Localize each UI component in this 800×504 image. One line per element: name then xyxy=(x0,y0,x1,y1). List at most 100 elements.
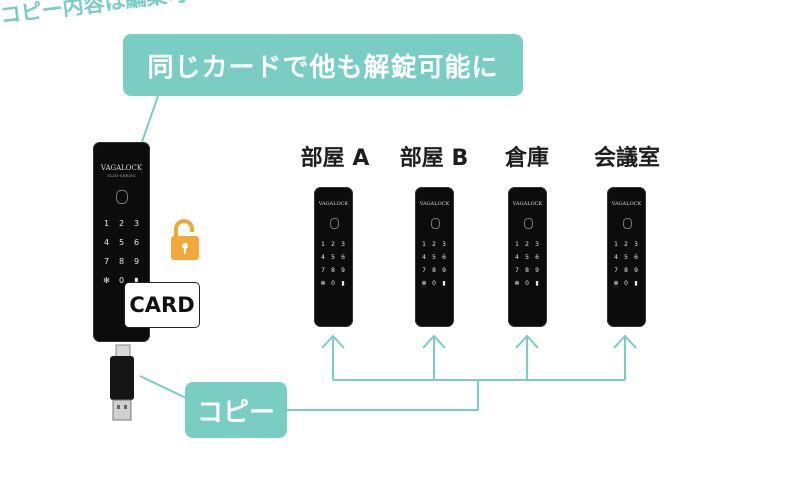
up-arrow-icon xyxy=(613,334,637,349)
key-2[interactable]: 2 xyxy=(331,241,335,248)
up-arrow-icon xyxy=(422,334,446,349)
key-8[interactable]: 8 xyxy=(118,257,125,266)
key-2[interactable]: 2 xyxy=(118,219,125,228)
key-2[interactable]: 2 xyxy=(624,241,628,248)
copy-bubble: コピー xyxy=(185,382,287,438)
key-9[interactable]: 9 xyxy=(341,267,345,274)
key-star[interactable]: ✻ xyxy=(421,280,427,287)
key-4[interactable]: 4 xyxy=(614,254,618,261)
key-hash[interactable]: ▮ xyxy=(134,276,139,285)
key-1[interactable]: 1 xyxy=(103,219,110,228)
lock-device-meeting-room: VAGALOCK 1 2 3 4 5 6 7 8 9 ✻ 0 ▮ xyxy=(607,187,646,327)
key-6[interactable]: 6 xyxy=(133,238,140,247)
key-4[interactable]: 4 xyxy=(515,254,519,261)
key-0[interactable]: 0 xyxy=(525,280,529,287)
brand-name: VAGALOCK xyxy=(100,164,143,172)
key-5[interactable]: 5 xyxy=(331,254,335,261)
key-hash[interactable]: ▮ xyxy=(634,280,638,287)
key-5[interactable]: 5 xyxy=(525,254,529,261)
lock-device-storage: VAGALOCK 1 2 3 4 5 6 7 8 9 ✻ 0 ▮ xyxy=(508,187,547,327)
key-3[interactable]: 3 xyxy=(133,219,140,228)
room-label-storage: 倉庫 xyxy=(504,146,550,171)
keypad: 1 2 3 4 5 6 7 8 9 ✻ 0 ▮ xyxy=(611,241,642,287)
key-5[interactable]: 5 xyxy=(432,254,436,261)
key-1[interactable]: 1 xyxy=(614,241,618,248)
distribution-lines xyxy=(287,336,626,411)
key-4[interactable]: 4 xyxy=(321,254,325,261)
key-6[interactable]: 6 xyxy=(341,254,345,261)
usb-drive-icon xyxy=(110,344,134,421)
brand-name: VAGALOCK xyxy=(419,201,450,207)
open-padlock-icon xyxy=(171,219,199,260)
card-sensor-icon xyxy=(623,218,632,229)
key-3[interactable]: 3 xyxy=(634,241,638,248)
key-star[interactable]: ✻ xyxy=(103,276,110,285)
key-4[interactable]: 4 xyxy=(422,254,426,261)
usb-pointer xyxy=(139,375,187,399)
room-label-a: 部屋 A xyxy=(300,146,370,171)
key-8[interactable]: 8 xyxy=(432,267,436,274)
key-1[interactable]: 1 xyxy=(515,241,519,248)
brand-name: VAGALOCK xyxy=(318,201,349,207)
key-0[interactable]: 0 xyxy=(624,280,628,287)
key-8[interactable]: 8 xyxy=(331,267,335,274)
up-arrow-icon xyxy=(321,334,345,349)
keypad: 1 2 3 4 5 6 7 8 9 ✻ 0 ▮ xyxy=(99,219,144,285)
key-7[interactable]: 7 xyxy=(614,267,618,274)
key-2[interactable]: 2 xyxy=(525,241,529,248)
key-3[interactable]: 3 xyxy=(535,241,539,248)
card: CARD xyxy=(124,282,200,328)
key-star[interactable]: ✻ xyxy=(613,280,619,287)
keypad: 1 2 3 4 5 6 7 8 9 ✻ 0 ▮ xyxy=(419,241,450,287)
key-1[interactable]: 1 xyxy=(321,241,325,248)
copy-label: コピー xyxy=(196,397,275,428)
key-hash[interactable]: ▮ xyxy=(442,280,446,287)
key-5[interactable]: 5 xyxy=(624,254,628,261)
key-5[interactable]: 5 xyxy=(118,238,125,247)
key-8[interactable]: 8 xyxy=(525,267,529,274)
headline-text: 同じカードで他も解錠可能に xyxy=(147,52,499,83)
room-label-b: 部屋 B xyxy=(399,146,469,171)
key-hash[interactable]: ▮ xyxy=(341,280,345,287)
key-2[interactable]: 2 xyxy=(432,241,436,248)
key-6[interactable]: 6 xyxy=(634,254,638,261)
key-7[interactable]: 7 xyxy=(321,267,325,274)
card-sensor-icon xyxy=(116,190,128,204)
key-9[interactable]: 9 xyxy=(442,267,446,274)
brand-name: VAGALOCK xyxy=(611,201,642,207)
key-9[interactable]: 9 xyxy=(133,257,140,266)
key-0[interactable]: 0 xyxy=(331,280,335,287)
card-sensor-icon xyxy=(524,218,533,229)
key-7[interactable]: 7 xyxy=(422,267,426,274)
keypad: 1 2 3 4 5 6 7 8 9 ✻ 0 ▮ xyxy=(512,241,543,287)
room-label-meeting: 会議室 xyxy=(593,146,661,171)
key-7[interactable]: 7 xyxy=(515,267,519,274)
card-sensor-icon xyxy=(330,218,339,229)
key-0[interactable]: 0 xyxy=(118,276,125,285)
brand-model: SLIM-SERIES xyxy=(107,173,136,178)
brand-name: VAGALOCK xyxy=(512,201,543,207)
key-8[interactable]: 8 xyxy=(624,267,628,274)
key-0[interactable]: 0 xyxy=(432,280,436,287)
lock-device-room-b: VAGALOCK 1 2 3 4 5 6 7 8 9 ✻ 0 ▮ xyxy=(415,187,454,327)
key-6[interactable]: 6 xyxy=(535,254,539,261)
up-arrow-icon xyxy=(515,334,539,349)
card-sensor-icon xyxy=(431,218,440,229)
key-star[interactable]: ✻ xyxy=(320,280,326,287)
key-3[interactable]: 3 xyxy=(442,241,446,248)
key-6[interactable]: 6 xyxy=(442,254,446,261)
key-3[interactable]: 3 xyxy=(341,241,345,248)
lock-device-room-a: VAGALOCK 1 2 3 4 5 6 7 8 9 ✻ 0 ▮ xyxy=(314,187,353,327)
keypad: 1 2 3 4 5 6 7 8 9 ✻ 0 ▮ xyxy=(318,241,349,287)
key-1[interactable]: 1 xyxy=(422,241,426,248)
headline-pointer xyxy=(141,95,159,143)
key-4[interactable]: 4 xyxy=(103,238,110,247)
key-hash[interactable]: ▮ xyxy=(535,280,539,287)
key-7[interactable]: 7 xyxy=(103,257,110,266)
key-star[interactable]: ✻ xyxy=(514,280,520,287)
card-label: CARD xyxy=(129,293,195,317)
headline-bubble: 同じカードで他も解錠可能に xyxy=(123,34,523,96)
key-9[interactable]: 9 xyxy=(634,267,638,274)
key-9[interactable]: 9 xyxy=(535,267,539,274)
